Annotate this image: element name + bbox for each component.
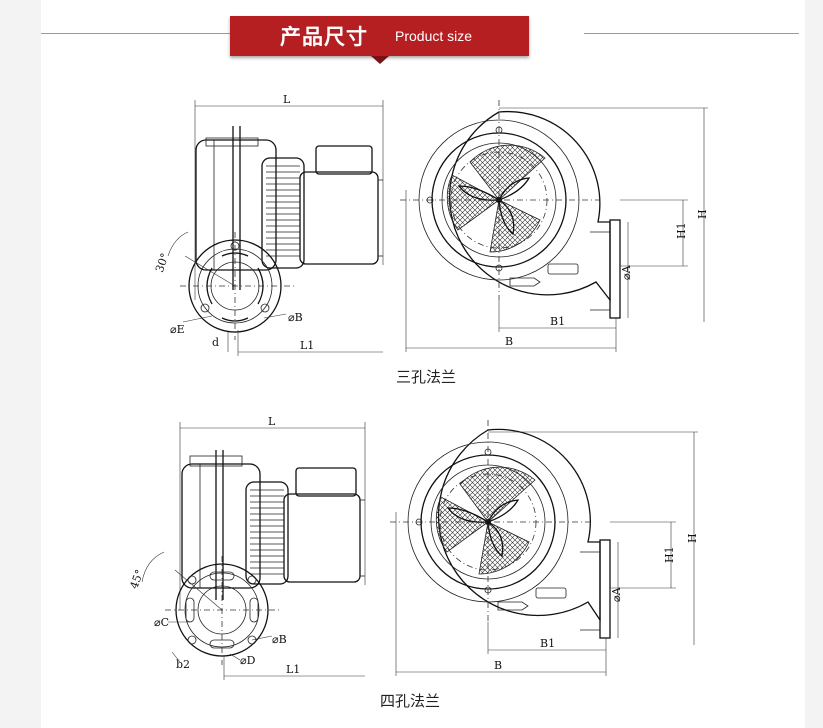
caption-four-hole-flange: 四孔法兰	[380, 692, 441, 710]
dim-b2-bottom: b2	[176, 658, 190, 671]
dim-B-bottom: B	[494, 659, 502, 672]
header-tip	[371, 56, 389, 64]
dim-phiC-bottom: ⌀C	[154, 616, 169, 629]
caption-three-hole-flange: 三孔法兰	[396, 368, 457, 386]
dim-H-bottom: H	[686, 533, 699, 543]
dim-B1-top: B1	[550, 315, 565, 328]
dim-B1-bottom: B1	[540, 637, 555, 650]
dim-phiA-top: ⌀A	[620, 264, 633, 280]
dim-L-bottom: L	[268, 415, 276, 428]
dim-angle-top: 30°	[153, 251, 172, 274]
dim-L1-bottom: L1	[286, 663, 300, 676]
dim-L-top: L	[283, 93, 291, 106]
dim-H-top: H	[696, 209, 709, 219]
dim-phiE-top: ⌀E	[170, 323, 185, 336]
dim-phiD-bottom: ⌀D	[240, 654, 256, 667]
front-view-four-hole: H H1 ⌀A B1 B	[390, 420, 699, 676]
dim-phiA-bottom: ⌀A	[610, 586, 623, 602]
dim-d-top: d	[212, 336, 219, 349]
dim-phiB-top: ⌀B	[288, 311, 303, 324]
dim-angle-bottom: 45°	[128, 568, 147, 591]
section-header: 产品尺寸 Product size	[230, 16, 529, 64]
dim-H1-bottom: H1	[663, 546, 676, 563]
header-rule-right	[584, 33, 799, 34]
page	[41, 0, 805, 728]
dim-B-top: B	[505, 335, 513, 348]
dim-phiB-bottom: ⌀B	[272, 633, 287, 646]
side-view-four-hole: L 45° ⌀C ⌀B b2 ⌀D	[128, 415, 366, 680]
side-view-three-hole: L 30° ⌀E ⌀B d	[153, 93, 384, 356]
header-title-en: Product size	[395, 28, 473, 44]
front-view-three-hole: H H1 ⌀A B1 B	[400, 100, 709, 352]
header-rule-left	[41, 33, 256, 34]
dim-H1-top: H1	[675, 222, 688, 239]
header-title-zh: 产品尺寸	[280, 25, 368, 49]
dim-L1-top: L1	[300, 339, 314, 352]
